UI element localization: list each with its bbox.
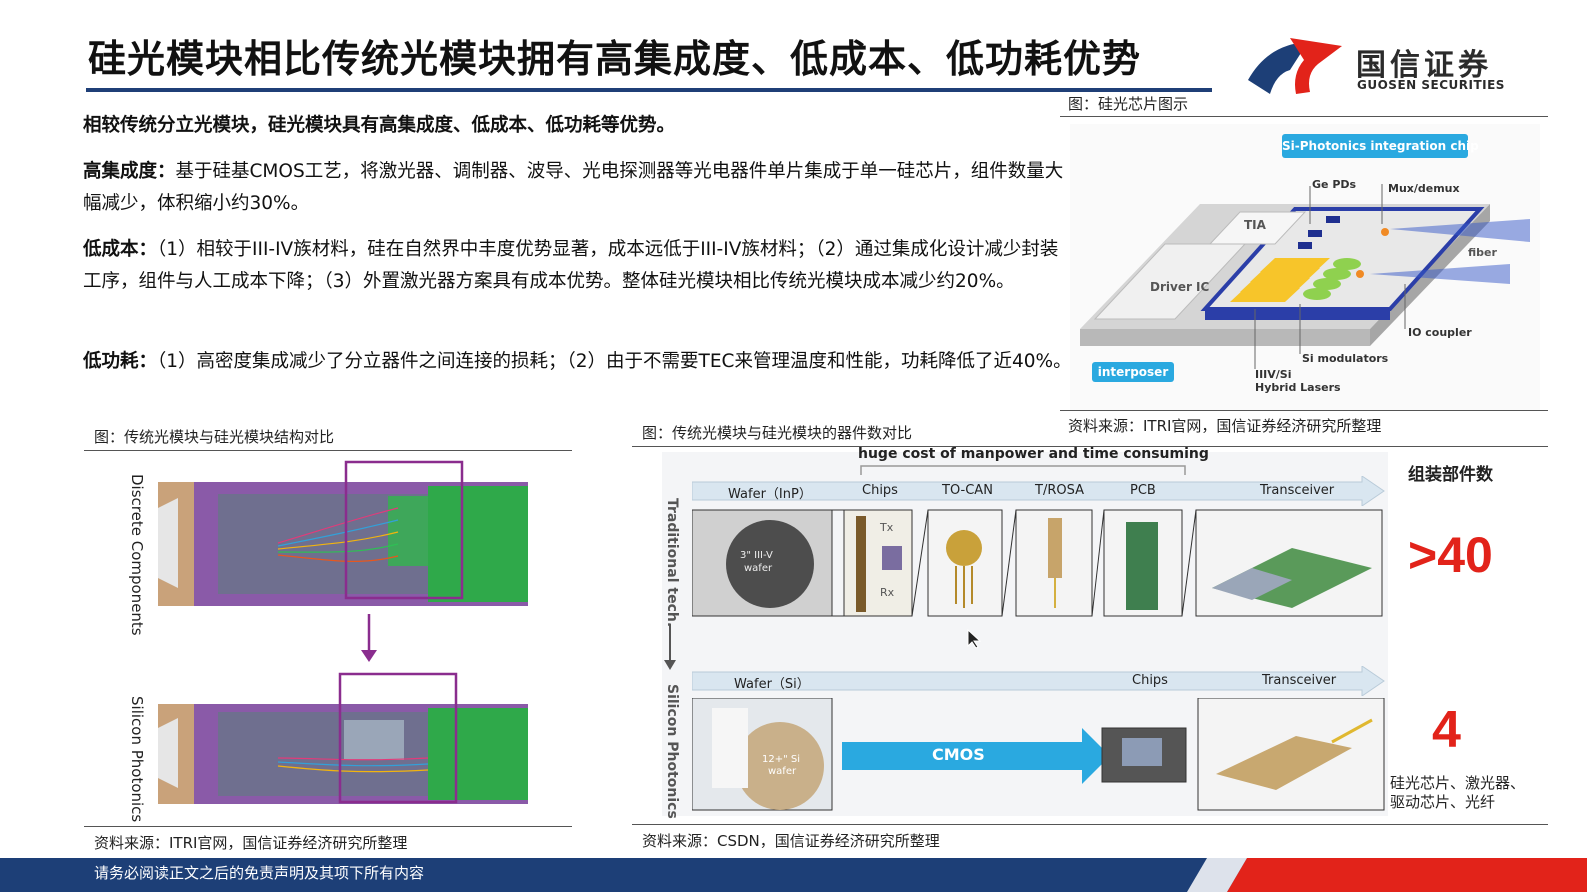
si-process-arrow bbox=[692, 666, 1385, 696]
point-integration: 高集成度：基于硅基CMOS工艺，将激光器、调制器、波导、光电探测器等光电器件单片… bbox=[83, 156, 1073, 220]
rx-label: Rx bbox=[880, 586, 895, 599]
divider bbox=[1060, 410, 1548, 411]
label-discrete-components: Discrete Components bbox=[128, 474, 146, 636]
structure-figure-caption: 图：传统光模块与硅光模块结构对比 bbox=[94, 428, 335, 446]
wafer-si-label-2: wafer bbox=[768, 766, 797, 777]
intro-text: 相较传统分立光模块，硅光模块具有高集成度、低成本、低功耗等优势。 bbox=[83, 115, 676, 136]
label-ge-pds: Ge PDs bbox=[1312, 178, 1357, 191]
label-interposer: interposer bbox=[1092, 362, 1174, 382]
banner-bracket bbox=[860, 465, 1186, 475]
label-traditional: Traditional tech. bbox=[664, 498, 680, 628]
trad-step: Chips bbox=[862, 483, 898, 498]
point-label: 低成本： bbox=[83, 239, 158, 260]
si-step: Wafer（Si） bbox=[734, 677, 810, 692]
chip-title-badge: Si-Photonics integration chip bbox=[1282, 134, 1479, 158]
si-step: Transceiver bbox=[1262, 673, 1337, 688]
footer-accent bbox=[1187, 858, 1587, 892]
label-mux: Mux/demux bbox=[1388, 182, 1460, 195]
trad-step: Transceiver bbox=[1260, 483, 1335, 498]
title-underline bbox=[86, 88, 1212, 92]
trad-label-wrap: Traditional tech. bbox=[660, 498, 682, 628]
footer-disclaimer: 请务必阅读正文之后的免责声明及其项下所有内容 bbox=[94, 864, 425, 882]
cmos-label: CMOS bbox=[932, 745, 985, 764]
down-arrow-icon bbox=[664, 624, 676, 670]
divider bbox=[84, 826, 572, 827]
label-lasers-1: IIIV/Si bbox=[1255, 368, 1292, 381]
label-discrete-wrap: Discrete Components bbox=[126, 474, 150, 636]
wafer-trad-label-1: 3" III-V bbox=[740, 550, 773, 561]
trad-component-images bbox=[692, 509, 1383, 617]
label-modulators: Si modulators bbox=[1302, 352, 1389, 365]
trad-process-arrow bbox=[692, 476, 1385, 506]
point-text: 基于硅基CMOS工艺，将激光器、调制器、波导、光电探测器等光电器件单片集成于单一… bbox=[83, 161, 1064, 214]
trad-step: T/ROSA bbox=[1035, 483, 1084, 498]
trad-step: Wafer（InP） bbox=[728, 487, 812, 502]
point-text: （1）相较于III-IV族材料，硅在自然界中丰度优势显著，成本远低于III-IV… bbox=[83, 239, 1059, 292]
divider bbox=[632, 446, 1548, 447]
module-structure-diagram bbox=[158, 460, 528, 804]
point-text: （1）高密度集成减少了分立器件之间连接的损耗；（2）由于不需要TEC来管理温度和… bbox=[157, 351, 1072, 372]
page-title: 硅光模块相比传统光模块拥有高集成度、低成本、低功耗优势 bbox=[88, 37, 1142, 81]
point-power: 低功耗：（1）高密度集成减少了分立器件之间连接的损耗；（2）由于不需要TEC来管… bbox=[83, 346, 1073, 378]
count-figure-caption: 图：传统光模块与硅光模块的器件数对比 bbox=[642, 424, 913, 442]
logo-name-cn: 国信证券 bbox=[1356, 48, 1492, 83]
si-label-wrap: Silicon Photonics bbox=[660, 684, 682, 819]
label-driver-ic: Driver IC bbox=[1150, 280, 1210, 294]
si-parts-line-1: 硅光芯片、激光器、 bbox=[1390, 774, 1526, 792]
si-photonics-chip-diagram bbox=[1070, 124, 1540, 410]
si-step: Chips bbox=[1132, 673, 1168, 688]
divider bbox=[1060, 116, 1548, 117]
si-parts-line-2: 驱动芯片、光纤 bbox=[1390, 793, 1496, 811]
chip-figure-caption: 图：硅光芯片图示 bbox=[1068, 95, 1189, 113]
trad-step: TO-CAN bbox=[942, 483, 993, 498]
label-lasers-2: Hybrid Lasers bbox=[1255, 381, 1341, 394]
count-figure-source: 资料来源：CSDN，国信证券经济研究所整理 bbox=[642, 832, 940, 850]
label-tia: TIA bbox=[1244, 218, 1266, 232]
point-label: 高集成度： bbox=[83, 161, 176, 182]
wafer-si-label-1: 12+" Si bbox=[762, 754, 801, 765]
cost-banner: huge cost of manpower and time consuming bbox=[858, 446, 1209, 462]
divider bbox=[84, 450, 572, 451]
wafer-trad-label-2: wafer bbox=[744, 563, 773, 574]
guosen-logo-icon bbox=[1248, 38, 1342, 94]
label-silicon-photonics: Silicon Photonics bbox=[128, 696, 146, 823]
point-label: 低功耗： bbox=[83, 351, 158, 372]
tx-label: Tx bbox=[880, 521, 894, 534]
point-cost: 低成本：（1）相较于III-IV族材料，硅在自然界中丰度优势显著，成本远低于II… bbox=[83, 234, 1073, 298]
si-component-images bbox=[692, 698, 1385, 811]
chip-figure-source: 资料来源：ITRI官网，国信证券经济研究所整理 bbox=[1068, 417, 1382, 435]
count-title: 组装部件数 bbox=[1408, 465, 1493, 485]
label-io-coupler: IO coupler bbox=[1408, 326, 1472, 339]
divider bbox=[632, 824, 1548, 825]
label-fiber: fiber bbox=[1468, 246, 1497, 259]
label-silicon-wrap: Silicon Photonics bbox=[126, 696, 150, 823]
label-silicon: Silicon Photonics bbox=[664, 684, 680, 819]
logo-name-en: GUOSEN SECURITIES bbox=[1357, 78, 1505, 92]
trad-count: >40 bbox=[1408, 527, 1493, 583]
trad-step: PCB bbox=[1130, 483, 1156, 498]
si-count: 4 bbox=[1432, 701, 1461, 759]
structure-figure-source: 资料来源：ITRI官网，国信证券经济研究所整理 bbox=[94, 834, 408, 852]
cursor-icon bbox=[967, 628, 982, 649]
